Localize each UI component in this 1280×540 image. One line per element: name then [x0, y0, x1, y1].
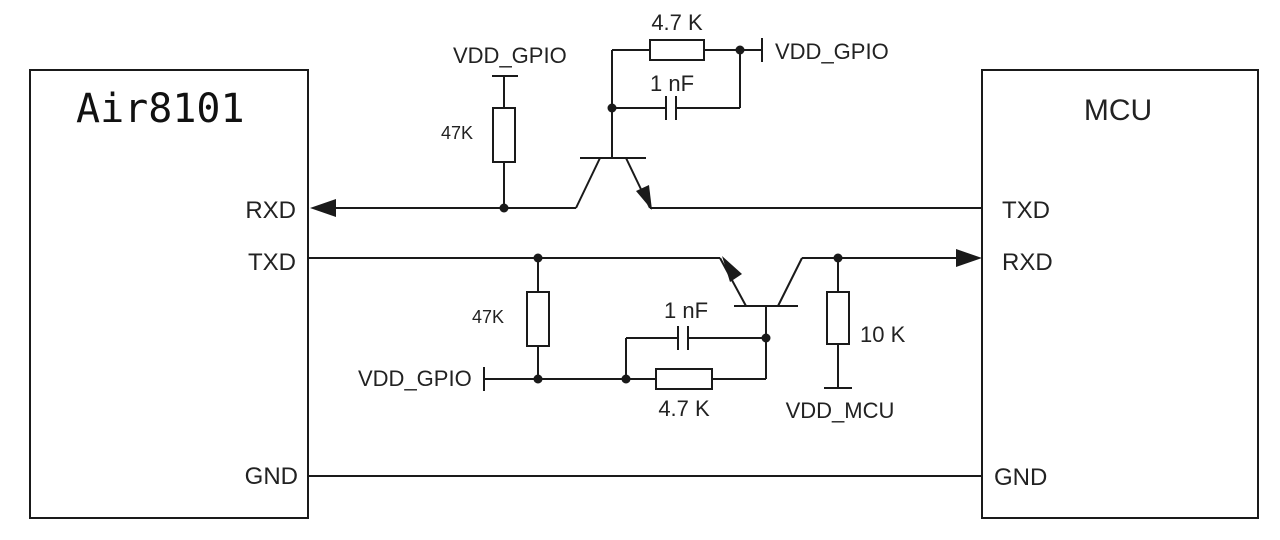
cap-1nf-top-label: 1 nF: [650, 71, 694, 96]
mcu-rxd-label: RXD: [1002, 249, 1053, 276]
q2-emitter: [719, 257, 747, 307]
air8101-module: Air8101 RXD TXD GND: [29, 69, 309, 519]
vdd-gpio-top-right-label: VDD_GPIO: [775, 39, 889, 64]
air8101-title: Air8101: [76, 86, 245, 132]
mcu-gnd-label: GND: [994, 464, 1047, 491]
vdd-mcu-label: VDD_MCU: [786, 398, 895, 423]
q1-emitter-arrow-icon: [636, 185, 652, 210]
mcu-rxd-arrow-icon: [956, 249, 982, 267]
bottom-circuit: 10 K VDD_MCU 47K VDD_GPIO 4.7 K 1 nF: [308, 249, 982, 423]
resistor-4-7k-top-label: 4.7 K: [651, 10, 703, 35]
pullup-47k-resistor: [492, 107, 516, 163]
mcu-module: MCU TXD RXD GND: [981, 69, 1259, 519]
pullup-10k-resistor: [826, 291, 850, 345]
vdd-node-junction-1: [533, 374, 543, 384]
pullup-47k-bottom-label: 47K: [472, 307, 504, 327]
cap-1nf-bottom-label: 1 nF: [664, 298, 708, 323]
q2-emitter-arrow-icon: [722, 256, 742, 282]
q1-collector: [575, 157, 601, 209]
pullup-47k-bottom-resistor: [526, 291, 550, 347]
air8101-txd-label: TXD: [248, 249, 296, 276]
air8101-gnd-label: GND: [245, 463, 298, 490]
pullup-47k-label: 47K: [441, 123, 473, 143]
vdd-gpio-top-left-label: VDD_GPIO: [453, 43, 567, 68]
resistor-4-7k-bottom-label: 4.7 K: [658, 396, 710, 421]
mcu-box: [981, 69, 1259, 519]
air8101-box: [29, 69, 309, 519]
resistor-4-7k-top: [649, 39, 705, 61]
resistor-4-7k-bottom: [655, 368, 713, 390]
mcu-txd-label: TXD: [1002, 197, 1050, 224]
q2-collector: [777, 257, 803, 307]
rxd-arrow-icon: [310, 199, 336, 217]
pullup-10k-label: 10 K: [860, 322, 906, 347]
top-circuit: VDD_GPIO 47K 4.7 K 1 nF VDD_GPIO: [310, 10, 982, 217]
air8101-rxd-label: RXD: [245, 197, 296, 224]
vdd-gpio-bottom-left-label: VDD_GPIO: [358, 366, 472, 391]
mcu-title: MCU: [1084, 94, 1152, 127]
